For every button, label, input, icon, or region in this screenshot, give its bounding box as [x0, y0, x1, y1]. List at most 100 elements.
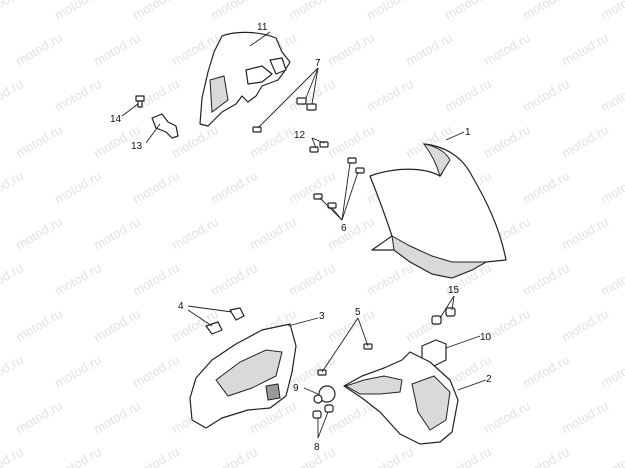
- watermark-text: motod.ru: [169, 214, 221, 253]
- watermark-text: motod.ru: [559, 398, 611, 437]
- callout-5: 5: [355, 307, 361, 318]
- watermark-text: motod.ru: [208, 0, 260, 23]
- watermark-text: motod.ru: [91, 214, 143, 253]
- callout-12: 12: [294, 130, 306, 141]
- watermark-text: motod.ru: [91, 306, 143, 345]
- callout-14: 14: [110, 114, 122, 125]
- leader-lines: [121, 31, 487, 439]
- watermark-text: motod.ru: [598, 444, 625, 468]
- watermark-text: motod.ru: [0, 76, 26, 115]
- part-15-nuts: [431, 307, 456, 325]
- callout-4: 4: [178, 301, 184, 312]
- part-13-bolt: [151, 113, 179, 139]
- watermark-text: motod.ru: [520, 0, 572, 23]
- watermark-text: motod.ru: [91, 398, 143, 437]
- callout-7: 7: [315, 58, 321, 69]
- watermark-text: motod.ru: [52, 0, 104, 23]
- watermark-text: motod.ru: [481, 30, 533, 69]
- callout-6: 6: [341, 223, 347, 234]
- part-11-upper-fairing: [199, 31, 291, 127]
- watermark-text: motod.ru: [598, 0, 625, 23]
- watermark-text: motod.ru: [520, 168, 572, 207]
- watermark-text: motod.ru: [130, 352, 182, 391]
- watermark-text: motod.ru: [559, 122, 611, 161]
- watermark-text: motod.ru: [559, 214, 611, 253]
- watermark-text: motod.ru: [364, 260, 416, 299]
- watermark-text: motod.ru: [0, 168, 26, 207]
- watermark-text: motod.ru: [286, 0, 338, 23]
- watermark-text: motod.ru: [598, 260, 625, 299]
- part-8-nuts: [312, 404, 334, 419]
- watermark-text: motod.ru: [0, 0, 26, 23]
- callout-2: 2: [486, 374, 492, 385]
- callout-1: 1: [465, 127, 471, 138]
- part-7-clips: [252, 97, 317, 133]
- watermark-text: motod.ru: [442, 444, 494, 468]
- watermark-text: motod.ru: [13, 30, 65, 69]
- watermark-text: motod.ru: [130, 260, 182, 299]
- watermark-text: motod.ru: [481, 398, 533, 437]
- watermark-text: motod.ru: [208, 260, 260, 299]
- watermark-text: motod.ru: [0, 352, 26, 391]
- watermark-text: motod.ru: [325, 306, 377, 345]
- watermark-text: motod.ru: [52, 352, 104, 391]
- watermark-text: motod.ru: [286, 260, 338, 299]
- watermark-text: motod.ru: [0, 444, 26, 468]
- part-5-screws: [317, 343, 373, 376]
- watermark-text: motod.ru: [325, 122, 377, 161]
- callout-10: 10: [480, 332, 492, 343]
- callout-11: 11: [257, 22, 268, 33]
- watermark-text: motod.ru: [403, 30, 455, 69]
- callout-9: 9: [293, 383, 299, 394]
- watermark-text: motod.ru: [325, 30, 377, 69]
- watermark-text: motod.ru: [442, 0, 494, 23]
- watermark-text: motod.ru: [208, 444, 260, 468]
- watermark-text: motod.ru: [364, 0, 416, 23]
- watermark-text: motod.ru: [52, 260, 104, 299]
- watermark-text: motod.ru: [598, 352, 625, 391]
- watermark-text: motod.ru: [364, 76, 416, 115]
- watermark-text: motod.ru: [520, 352, 572, 391]
- part-9-grommet: [313, 385, 336, 404]
- callout-13: 13: [131, 141, 143, 152]
- watermark-text: motod.ru: [13, 214, 65, 253]
- watermark-text: motod.ru: [0, 260, 26, 299]
- watermark-text: motod.ru: [52, 76, 104, 115]
- watermark-text: motod.ru: [13, 398, 65, 437]
- watermark-text: motod.ru: [364, 444, 416, 468]
- callout-8: 8: [314, 442, 320, 453]
- watermark-text: motod.ru: [598, 76, 625, 115]
- watermark-text: motod.ru: [91, 30, 143, 69]
- part-12-clips: [309, 141, 329, 153]
- watermark-text: motod.ru: [481, 122, 533, 161]
- watermark-text: motod.ru: [13, 122, 65, 161]
- watermark-text: motod.ru: [559, 30, 611, 69]
- watermark-text: motod.ru: [130, 0, 182, 23]
- watermark-text: motod.ru: [52, 444, 104, 468]
- watermark-text: motod.ru: [520, 444, 572, 468]
- watermark-text: motod.ru: [520, 260, 572, 299]
- watermark-text: motod.ru: [520, 76, 572, 115]
- watermark-text: motod.ru: [442, 76, 494, 115]
- part-1-front-fairing: [369, 143, 507, 279]
- callout-3: 3: [319, 311, 325, 322]
- watermark-text: motod.ru: [286, 444, 338, 468]
- part-3-side-duct: [189, 323, 297, 429]
- watermark-text: motod.ru: [52, 168, 104, 207]
- watermark-text: motod.ru: [130, 76, 182, 115]
- watermark-text: motod.ru: [286, 168, 338, 207]
- watermark-text: motod.ru: [598, 168, 625, 207]
- watermark-text: motod.ru: [130, 168, 182, 207]
- watermark-text: motod.ru: [208, 168, 260, 207]
- watermark-text: motod.ru: [247, 214, 299, 253]
- callouts: 11 7 14 13 12 1 6 4 3 5 15 10 2 9 8: [110, 22, 492, 453]
- watermark-text: motod.ru: [13, 306, 65, 345]
- callout-15: 15: [448, 285, 460, 296]
- watermark-text: motod.ru: [130, 444, 182, 468]
- watermark-text: motod.ru: [325, 214, 377, 253]
- watermark-text: motod.ru: [559, 306, 611, 345]
- part-2-lower-cowl: [343, 351, 459, 445]
